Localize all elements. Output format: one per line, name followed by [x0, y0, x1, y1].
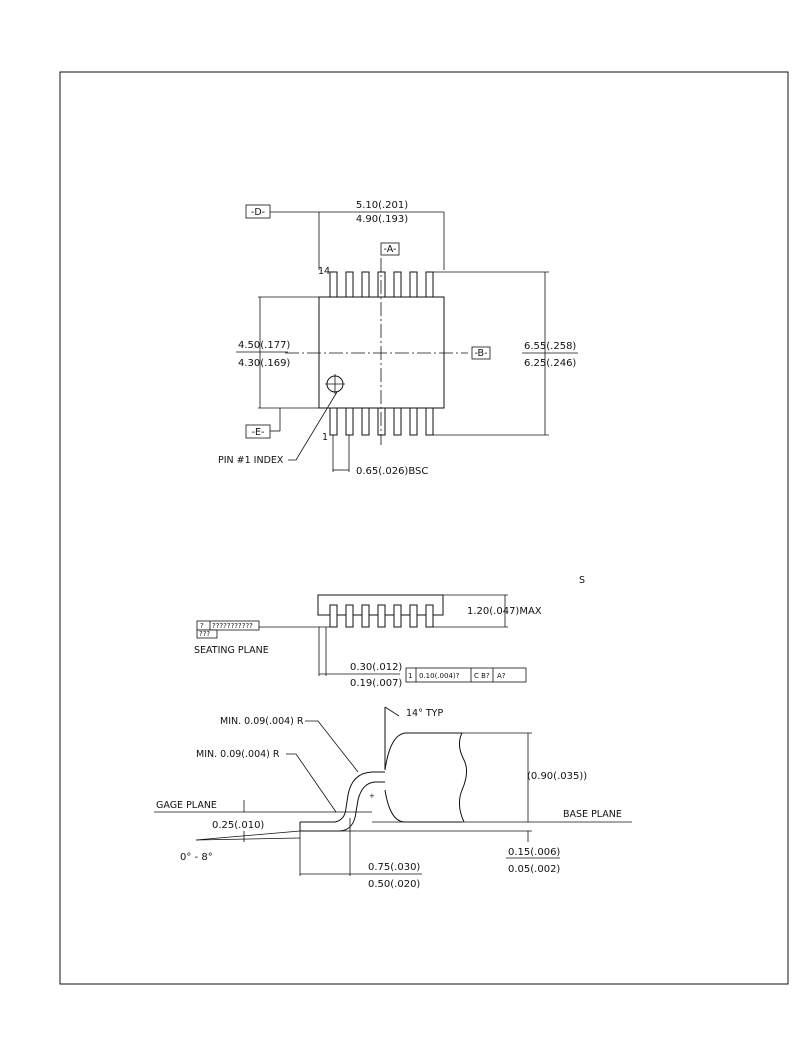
standoff-ref-label: (0.90(.035)) — [527, 771, 587, 782]
fcf1-a: ? — [200, 622, 204, 630]
fcf2-a: 1 — [408, 672, 412, 680]
bottom-lead-row — [329, 407, 434, 436]
width-max-label: 5.10(.201) — [356, 200, 408, 211]
body-max-label: 4.50(.177) — [238, 340, 290, 351]
stray-mark: S — [579, 575, 585, 586]
fcf2-c: C B? — [474, 672, 490, 680]
gage-dim-label: 0.25(.010) — [212, 820, 264, 831]
datum-a-label: -A- — [384, 244, 397, 255]
datum-d-label: -D- — [251, 207, 265, 218]
drawing-frame — [59, 71, 789, 985]
span-min-label: 6.25(.246) — [524, 358, 576, 369]
foot-angle-label: 0° - 8° — [180, 852, 213, 863]
angle-typ-label: 14° TYP — [406, 708, 443, 719]
pin1-index-label: PIN #1 INDEX — [218, 455, 284, 466]
top-view: -D- 5.10(.201) 4.90(.193) -A- 14 — [218, 200, 578, 477]
side-lead-row — [329, 604, 434, 628]
foot-max-label: 0.75(.030) — [368, 862, 420, 873]
pitch-label: 0.65(.026)BSC — [356, 466, 428, 477]
foot-min-label: 0.50(.020) — [368, 879, 420, 890]
fcf1-c: ??? — [199, 630, 210, 638]
lead-width-max-label: 0.30(.012) — [350, 662, 402, 673]
span-max-label: 6.55(.258) — [524, 341, 576, 352]
standoff-min-label: 0.05(.002) — [508, 864, 560, 875]
pin-14-label: 14 — [318, 266, 330, 277]
top-lead-row — [329, 271, 434, 298]
datum-e-label: -E- — [252, 427, 265, 438]
fcf1-b: ??????????? — [212, 622, 253, 630]
gage-plane-label: GAGE PLANE — [156, 800, 217, 811]
pin-1-label: 1 — [322, 432, 328, 443]
radius1-label: MIN. 0.09(.004) R — [220, 716, 304, 727]
radius2-label: MIN. 0.09(.004) R — [196, 749, 280, 760]
base-plane-label: BASE PLANE — [563, 809, 622, 820]
seating-plane-label: SEATING PLANE — [194, 645, 269, 656]
datum-b-label: -B- — [474, 348, 487, 359]
plus-mark: + — [369, 792, 375, 800]
width-min-label: 4.90(.193) — [356, 214, 408, 225]
height-max-label: 1.20(.047)MAX — [467, 606, 542, 617]
body-min-label: 4.30(.169) — [238, 358, 290, 369]
fcf2-d: A? — [497, 672, 506, 680]
standoff-max-label: 0.15(.006) — [508, 847, 560, 858]
side-view: S 1.20(.047)MAX ? ??????????? ??? SEATIN… — [194, 575, 585, 689]
fcf2-b: 0.10(.004)? — [419, 672, 460, 680]
gull-wing-lead — [300, 771, 385, 823]
lead-width-min-label: 0.19(.007) — [350, 678, 402, 689]
detail-view: 14° TYP + MIN. 0.09(.004) R MIN. 0.09(.0… — [154, 706, 632, 890]
